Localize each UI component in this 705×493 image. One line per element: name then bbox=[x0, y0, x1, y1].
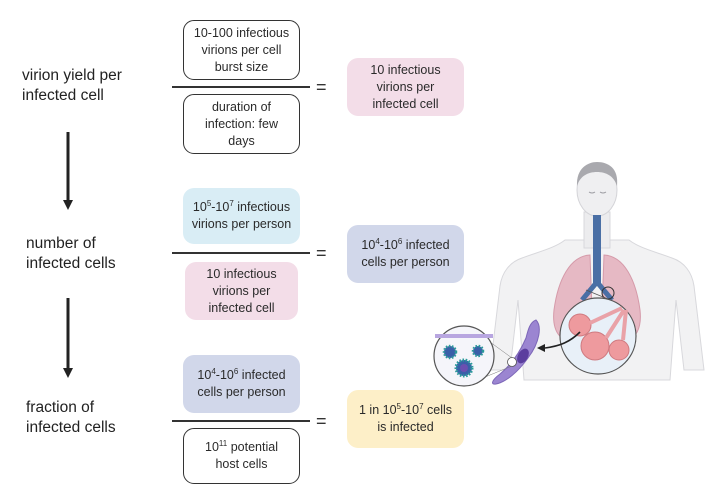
virus-icon bbox=[442, 344, 485, 378]
burst-size-box: 10-100 infectious virions per cell burst… bbox=[183, 20, 300, 80]
curved-arrow-icon bbox=[544, 331, 581, 349]
box-line: duration of bbox=[211, 99, 272, 114]
row-label-virion-yield: virion yield per infected cell bbox=[22, 66, 122, 106]
down-arrow-icon bbox=[63, 298, 73, 378]
exponent: 5 bbox=[396, 402, 401, 411]
infection-duration-box: duration of infection: few days bbox=[183, 94, 300, 154]
box-line: infected cell bbox=[372, 96, 439, 111]
down-arrow-icon bbox=[63, 132, 73, 210]
infected-cell-illustration bbox=[433, 319, 540, 387]
text: infected bbox=[238, 368, 286, 382]
fraction-line bbox=[172, 420, 310, 422]
nucleus-icon bbox=[517, 348, 529, 364]
text: -10 bbox=[215, 368, 234, 382]
box-line: virions per cell bbox=[201, 42, 282, 57]
box-line: 10 infectious bbox=[206, 266, 277, 281]
text: -10 bbox=[379, 238, 398, 252]
box-line: virions per bbox=[212, 283, 271, 298]
label-line: fraction of bbox=[26, 399, 95, 416]
box-line: 10-100 infectious bbox=[193, 25, 290, 40]
exponent: 6 bbox=[397, 237, 403, 246]
box-line: host cells bbox=[215, 457, 268, 471]
box-line: days bbox=[228, 133, 255, 148]
equals-sign: = bbox=[316, 243, 327, 263]
infected-cells-result-box: 104-106 infected cells per person bbox=[347, 225, 464, 283]
label-line: virion yield per bbox=[22, 67, 122, 84]
box-line: 104-106 infected bbox=[197, 367, 285, 384]
box-line: 10 infectious bbox=[370, 62, 441, 77]
arrowhead-icon bbox=[537, 344, 545, 352]
text: 10 bbox=[361, 238, 376, 252]
virions-per-cell-box: 10 infectious virions per infected cell bbox=[185, 262, 298, 320]
text: -10 bbox=[400, 403, 420, 417]
infected-cell-icon bbox=[492, 319, 540, 385]
equals-sign: = bbox=[316, 77, 327, 97]
box-line: burst size bbox=[214, 59, 269, 74]
text: 10 bbox=[192, 200, 207, 214]
fraction-result-box: 1 in 105-107 cells is infected bbox=[347, 390, 464, 448]
text: cells bbox=[423, 403, 452, 417]
equals-sign: = bbox=[316, 411, 327, 431]
text: potential bbox=[227, 440, 278, 454]
box-line: cells per person bbox=[361, 255, 450, 269]
box-line: 1011 potential bbox=[205, 439, 278, 456]
label-line: infected cells bbox=[26, 255, 116, 272]
potential-host-cells-box: 1011 potential host cells bbox=[183, 428, 300, 484]
exponent: 6 bbox=[233, 367, 239, 376]
text: 10 bbox=[197, 368, 212, 382]
fraction-line bbox=[172, 252, 310, 254]
exponent: 4 bbox=[375, 237, 380, 246]
label-line: infected cell bbox=[22, 87, 104, 104]
box-line: 1 in 105-107 cells bbox=[359, 402, 452, 419]
exponent: 4 bbox=[211, 367, 216, 376]
exponent: 7 bbox=[419, 402, 424, 411]
row-label-infected-cells: number of infected cells bbox=[26, 234, 116, 274]
box-line: virions per bbox=[376, 79, 435, 94]
virus-magnifier-icon bbox=[433, 325, 495, 387]
box-line: infection: few bbox=[205, 116, 278, 131]
box-line: infected cell bbox=[208, 300, 275, 315]
exponent: 5 bbox=[206, 199, 212, 208]
box-line: cells per person bbox=[197, 385, 286, 399]
exponent: 11 bbox=[218, 439, 228, 448]
cells-per-person-box: 104-106 infected cells per person bbox=[183, 355, 300, 413]
text: -10 bbox=[211, 200, 230, 214]
text: 1 in 10 bbox=[359, 403, 397, 417]
box-line: 105-107 infectious bbox=[192, 199, 291, 216]
box-line: is infected bbox=[377, 420, 434, 434]
exponent: 7 bbox=[229, 199, 234, 208]
text: 10 bbox=[205, 440, 219, 454]
box-line: virions per person bbox=[191, 217, 292, 231]
virion-yield-result-box: 10 infectious virions per infected cell bbox=[347, 58, 464, 116]
label-line: infected cells bbox=[26, 419, 116, 436]
box-line: 104-106 infected bbox=[361, 237, 449, 254]
label-line: number of bbox=[26, 235, 96, 252]
human-lung-illustration bbox=[489, 162, 705, 381]
fraction-line bbox=[172, 86, 310, 88]
text: infected bbox=[402, 238, 450, 252]
text: infectious bbox=[233, 200, 291, 214]
virions-per-person-box: 105-107 infectious virions per person bbox=[183, 188, 300, 244]
row-label-fraction-infected: fraction of infected cells bbox=[26, 398, 116, 438]
alveoli-magnifier-icon bbox=[559, 289, 637, 375]
